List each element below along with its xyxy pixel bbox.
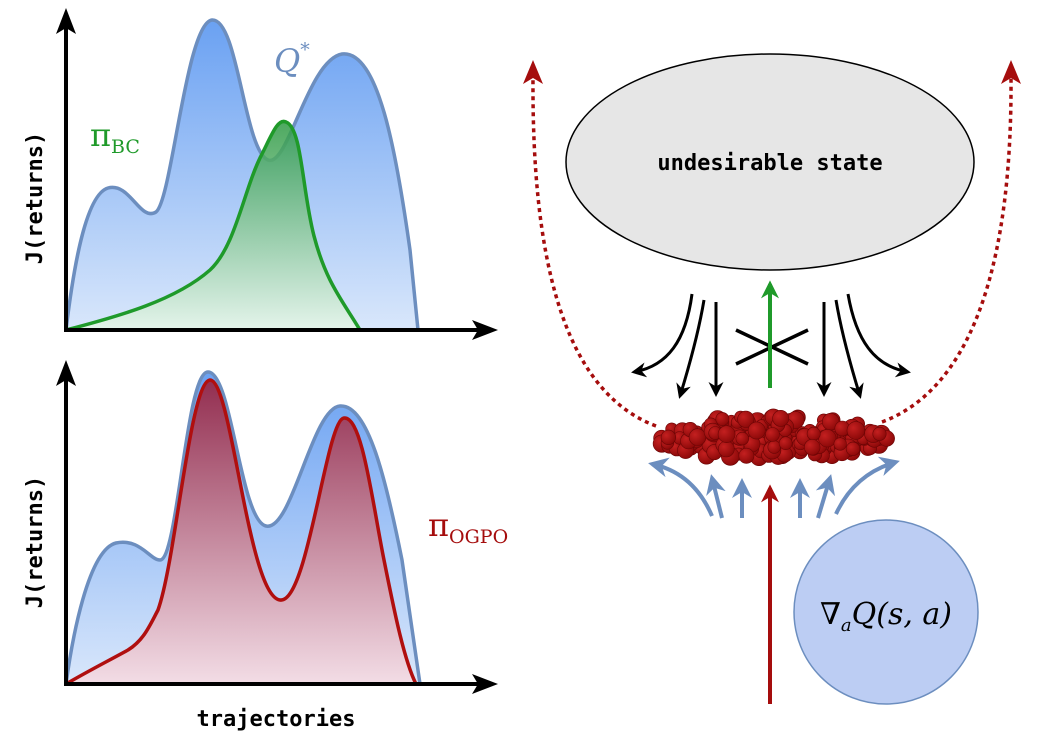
- top-y-axis-arrowhead: [56, 8, 76, 34]
- state-dot: [737, 410, 755, 428]
- state-dot: [738, 447, 755, 464]
- state-dot: [872, 426, 887, 441]
- state-dot-cluster: [652, 408, 895, 467]
- top-panel: J(returns) Q* πBC: [23, 8, 498, 340]
- state-dot: [806, 426, 821, 441]
- state-dot: [772, 409, 790, 427]
- gradient-q-circle: [793, 519, 979, 705]
- state-dot: [717, 440, 735, 458]
- left-dotted-arc-arrowhead: [523, 60, 543, 84]
- state-dot: [715, 412, 730, 426]
- blue-gradient-arrows: [648, 456, 900, 519]
- bottom-x-axis-arrowhead: [472, 674, 498, 694]
- bottom-y-axis-arrowhead: [56, 360, 76, 386]
- black-arrows: [631, 293, 911, 399]
- blue-arrow-6: [834, 456, 900, 515]
- black-arrow-left: [676, 299, 706, 399]
- state-dot: [717, 425, 736, 444]
- right-dotted-arc: [881, 77, 1013, 424]
- blue-arrow-1: [648, 457, 714, 517]
- bottom-y-axis-label: J(returns): [23, 476, 48, 608]
- undesirable-state-ellipse: [565, 53, 975, 271]
- state-dot: [767, 440, 781, 454]
- state-dot: [846, 421, 866, 440]
- undesirable-state-label: undesirable state: [657, 151, 882, 176]
- black-arrow-far-right: [846, 293, 911, 378]
- bottom-panel: J(returns) trajectories πOGPO: [23, 360, 508, 732]
- pi-bc-label: πBC: [90, 116, 140, 158]
- q-star-label: Q*: [274, 39, 310, 80]
- right-diagram: undesirable state ∇aQ(s, a): [523, 53, 1021, 705]
- state-dot: [747, 421, 766, 440]
- state-dot: [833, 437, 847, 451]
- right-dotted-arc-arrowhead: [1001, 60, 1021, 84]
- top-q-star-curve: [64, 18, 420, 332]
- state-dot: [660, 429, 677, 446]
- gradient-q-label: ∇aQ(s, a): [820, 597, 952, 636]
- black-arrow-far-left: [631, 293, 694, 378]
- state-dot: [735, 431, 749, 446]
- blue-arrow-5: [815, 474, 835, 519]
- state-dot: [778, 436, 793, 451]
- top-pi-bc-curve: [64, 119, 362, 332]
- state-dot: [845, 441, 861, 457]
- top-y-axis-label: J(returns): [23, 132, 48, 264]
- top-x-axis-arrowhead: [472, 320, 498, 340]
- state-dot: [688, 428, 707, 446]
- blue-arrow-2: [706, 474, 726, 519]
- pi-ogpo-label: πOGPO: [428, 506, 508, 548]
- state-dot: [803, 439, 821, 456]
- x-axis-label: trajectories: [197, 707, 356, 732]
- ogpo-curve: [64, 378, 418, 686]
- state-dot: [765, 427, 780, 442]
- black-arrow-right: [834, 299, 864, 399]
- left-dotted-arc: [531, 77, 657, 428]
- state-dot: [818, 429, 837, 448]
